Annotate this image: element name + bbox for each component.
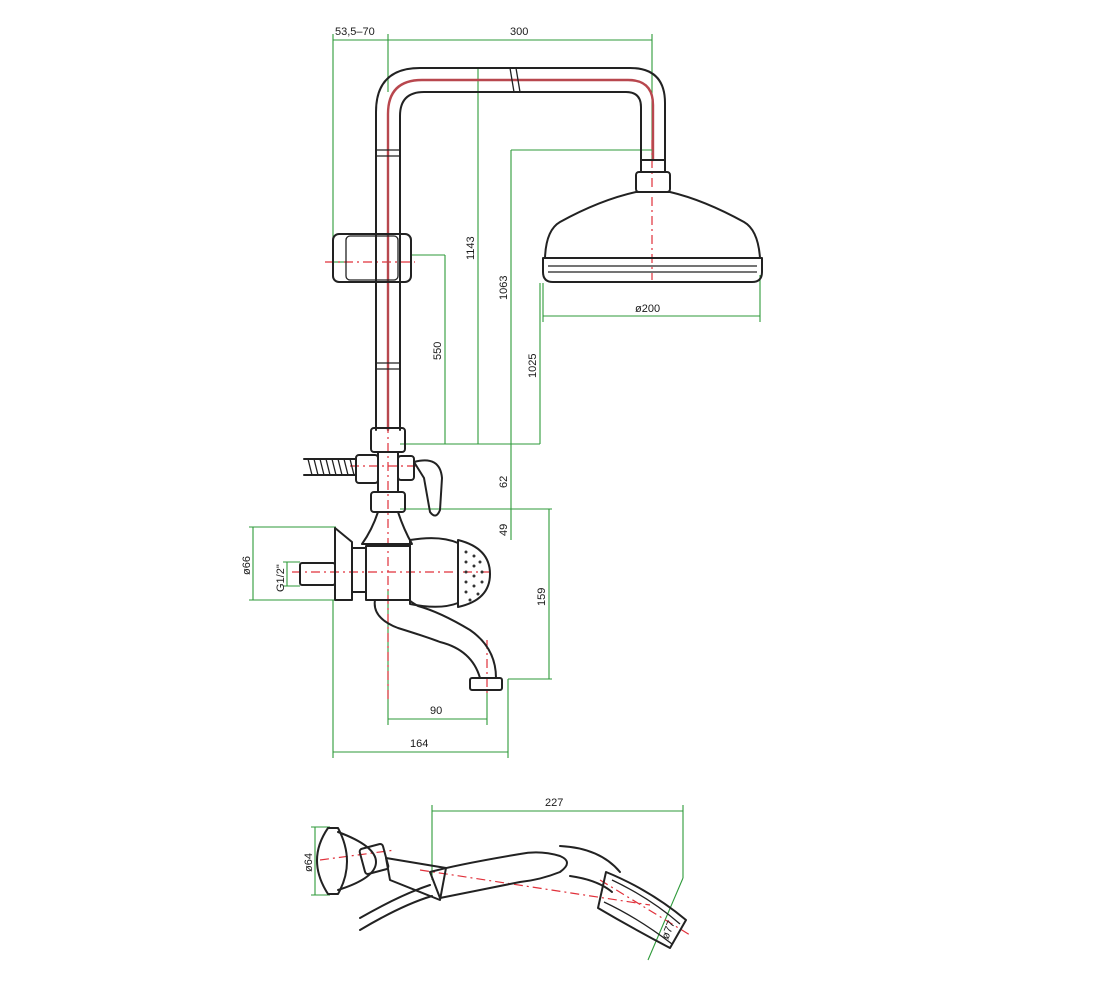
label-height-head: 1063 [498,276,510,300]
label-head-diameter: ø200 [635,303,660,315]
label-inlet-thread: G1/2" [275,564,287,592]
bath-mixer [299,511,503,691]
handle-grip [464,550,484,602]
label-diverter-height: 62 [498,476,510,488]
axis-lines [292,120,691,936]
hose [303,458,357,476]
label-arm-length: 300 [510,26,528,38]
label-height-head-face: 1025 [527,354,539,378]
dimension-lines [249,34,761,961]
label-mixer-to-diverter: 49 [498,524,510,536]
diverter [303,427,443,517]
label-mixer-depth: 164 [410,738,428,750]
label-spout-reach: 90 [430,705,442,717]
label-handshower-holder: ø64 [303,853,315,872]
label-spout-height: 159 [536,588,548,606]
shower-head [542,159,763,283]
dimension-labels: 53,5–70 300 1143 1063 550 1025 ø200 62 4… [241,26,678,941]
label-flange-diameter: ø66 [241,556,253,575]
label-height-slider: 550 [432,342,444,360]
label-arm-offset: 53,5–70 [335,26,375,38]
label-height-total: 1143 [465,236,477,260]
shower-column [332,67,666,432]
hand-shower [316,827,687,949]
label-handshower-length: 227 [545,797,563,809]
